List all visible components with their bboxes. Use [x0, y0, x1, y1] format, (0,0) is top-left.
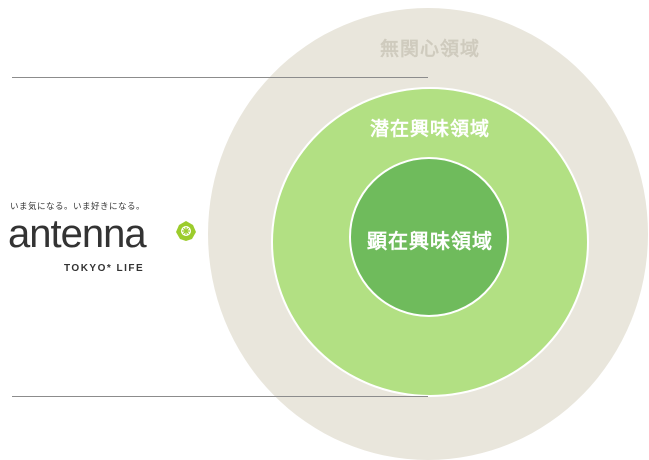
- antenna-logo: いま気になる。いま好きになる。 antenna TOKYO* LIFE: [8, 200, 210, 280]
- logo-wordmark: antenna: [8, 212, 147, 256]
- outer-ring-label: 無関心領域: [379, 38, 481, 60]
- middle-ring-label: 潜在興味領域: [369, 118, 491, 140]
- antenna-leaf-icon: [176, 221, 196, 241]
- logo-tagline: いま気になる。いま好きになる。: [10, 202, 146, 212]
- bottom-guide-line: [12, 396, 428, 397]
- inner-ring-explicit-interest: [349, 157, 509, 317]
- inner-ring-label: 顕在興味領域: [367, 229, 493, 253]
- logo-subtitle: TOKYO* LIFE: [64, 263, 145, 274]
- top-guide-line: [12, 77, 428, 78]
